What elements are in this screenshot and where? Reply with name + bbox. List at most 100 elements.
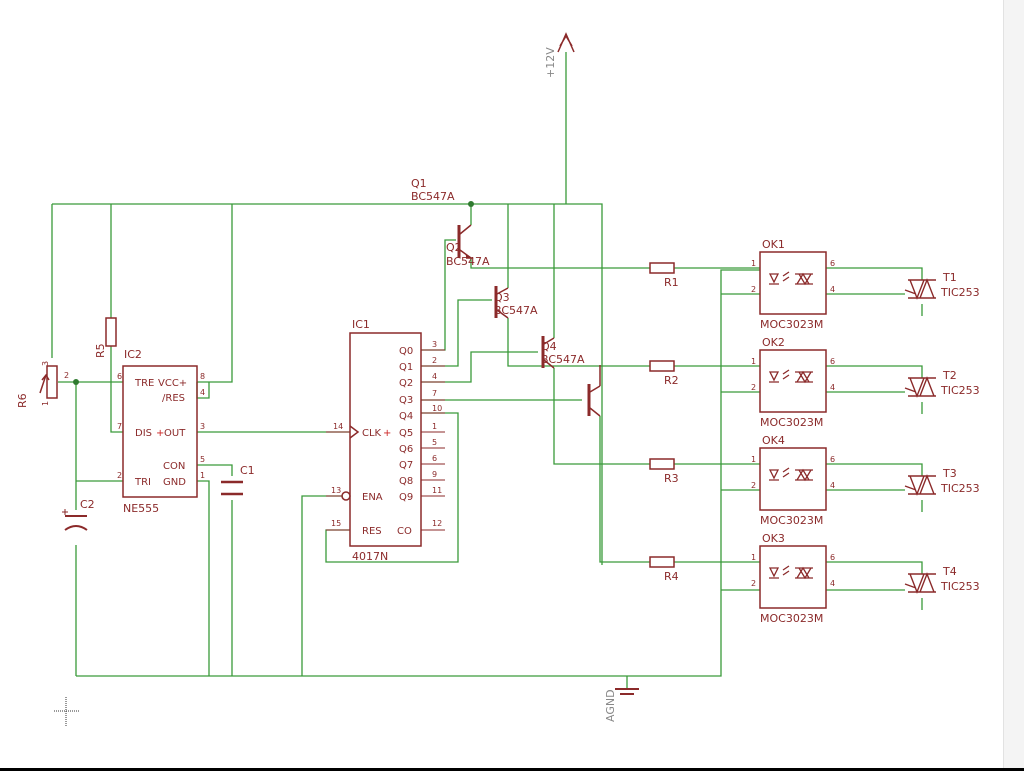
ic1-name: IC1 [352,318,370,331]
ic2-pin-number: 7 [117,422,122,431]
con-wire [197,464,233,676]
supply-label: +12V [544,47,557,78]
output-channels: R1OK1MOC3023M1264T1TIC253R2OK2MOC3023M12… [649,238,980,625]
opto-triac-2 [826,365,923,414]
ic1-pin-q: Q4 [399,411,413,422]
triac-part: TIC253 [940,286,980,299]
ground-symbol [615,688,639,695]
vcc-wire [197,204,233,383]
ic1-pin-number: 6 [432,454,437,463]
supply-symbol [557,32,575,53]
ic2-pin-res: /RES [162,393,185,404]
resistor-label: R4 [664,570,679,583]
q1-name: Q1 [411,177,427,190]
optocoupler-part: MOC3023M [760,318,823,331]
ic1-pin-number: 10 [432,404,442,413]
optocoupler-pin-number: 6 [830,357,835,366]
ic2-pin-con: CON [163,461,185,472]
c2-symbol [62,509,88,531]
ic1-pin-number: 1 [432,422,437,431]
ic1-pin-number: 3 [432,340,437,349]
crosshair-icon [54,697,80,727]
q2-wire [421,351,538,383]
ic1-pin-ena: ENA [362,492,383,503]
ic2-name: IC2 [124,348,142,361]
optocoupler-pin-number: 2 [751,579,756,588]
optocoupler-name: OK3 [762,532,785,545]
optocoupler-name: OK2 [762,336,785,349]
ic2-pin-tri: TRI [134,477,151,488]
q4-part: BC547A [541,353,585,366]
r5-bottom-wire [110,346,123,433]
ic1-pin-q: Q1 [399,362,413,373]
optocoupler-symbol [768,565,813,580]
ic1-pin-co: CO [397,526,412,537]
triac-part: TIC253 [940,580,980,593]
optocoupler-pin-number: 2 [751,481,756,490]
opto-triac-4 [826,561,923,610]
ic1-pin-q: Q8 [399,476,413,487]
ic2-pin-number: 6 [117,372,122,381]
resistor-body [649,556,675,568]
bottom-border [0,768,1024,771]
ic2-pin-number: 2 [117,471,122,480]
optocoupler-pin-number: 4 [830,579,835,588]
ic1-pin-mark: + [383,428,391,439]
transistors [457,224,601,417]
optocoupler-name: OK1 [762,238,785,251]
q2-part: BC547A [446,255,490,268]
ic1-pin-number: 2 [432,356,437,365]
optocoupler-part: MOC3023M [760,416,823,429]
ic2-body [122,365,198,498]
optocoupler-body [759,251,827,315]
optocoupler-pin-number: 1 [751,357,756,366]
ic1-pin-q: Q7 [399,460,413,471]
transistor-q2 [494,286,509,319]
optocoupler-symbol [768,467,813,482]
ic1-pin-q: Q2 [399,378,413,389]
ic2-pin-number: 5 [200,455,205,464]
ic2-pin-out: OUT [164,428,186,439]
ic1-pin-res: RES [362,526,382,537]
triac-symbol [904,278,936,300]
transistor-q3 [541,336,555,369]
q4-name: Q4 [541,340,557,353]
ic2-pin-vcc: VCC+ [158,378,187,389]
ic1-pin-number: 12 [432,519,442,528]
q3-emitter-wire [553,368,650,465]
optocoupler-part: MOC3023M [760,514,823,527]
optocoupler-symbol [768,271,813,286]
optocoupler-pin-number: 1 [751,553,756,562]
junction-dot [468,201,474,207]
optocoupler-name: OK4 [762,434,785,447]
optocoupler-pin-number: 2 [751,383,756,392]
optocoupler-body [759,447,827,511]
ic1-right-pin-labels: Q0 Q1 Q2 Q3 Q4 Q5 Q6 Q7 Q8 Q9 CO [397,346,413,537]
ic2-pin-dis: DIS [135,428,152,439]
vertical-scrollbar[interactable] [1003,0,1024,771]
q4-emitter-wire [599,416,650,563]
ic2-part: NE555 [123,502,159,515]
triac-symbol [904,572,936,594]
resistor-label: R1 [664,276,679,289]
optocoupler-pin-number: 6 [830,259,835,268]
opto-triac-1 [826,267,923,316]
r6-pin-number: 2 [64,371,69,380]
ic1-pin-stubs [326,349,445,531]
ic1-pin-number: 4 [432,372,437,381]
opto-triac-3 [826,463,923,512]
q1-part: BC547A [411,190,455,203]
junction-dot [73,379,79,385]
optocoupler-pin-number: 6 [830,455,835,464]
c1-symbol [221,480,243,496]
ic1-pin-q: Q3 [399,395,413,406]
junctions [73,201,474,385]
ic2-pin-number: 1 [200,471,205,480]
ic1-part: 4017N [352,550,388,563]
wires [51,52,923,688]
r6-pin-number: 3 [41,361,50,366]
